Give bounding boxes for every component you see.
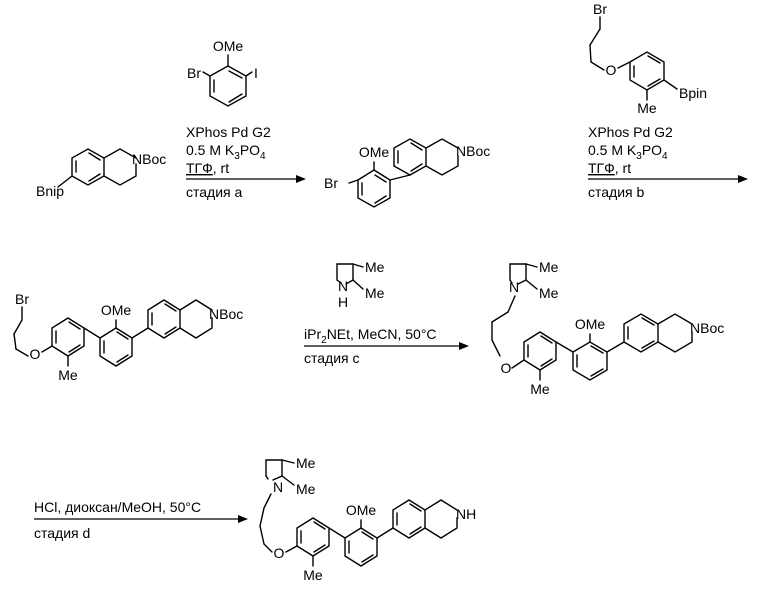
reagent-a-bonds: [203, 55, 252, 106]
compound-5-o-label: O: [274, 545, 285, 561]
compound-5-me3-label: Me: [303, 567, 323, 583]
compound-2-ome-label: OMe: [359, 144, 390, 160]
compound-1-nboc-label: NBoc: [132, 151, 166, 167]
compound-4-me3-label: Me: [530, 381, 550, 397]
step-a-base-mid: PO: [240, 142, 260, 158]
step-a-solvent-tail: , rt: [213, 160, 229, 176]
compound-3-ome-label: OMe: [101, 302, 132, 318]
reagent-b-br-label: Br: [593, 1, 607, 17]
compound-5-me2-label: Me: [296, 481, 316, 497]
step-b-label: стадия b: [588, 184, 645, 200]
step-d-label: стадия d: [34, 525, 90, 541]
reagent-a-iodo-label: I: [254, 65, 258, 81]
step-d-reagents: HCl, диоксан/MeOH, 50°C: [34, 499, 201, 515]
compound-5-ome-label: OMe: [346, 502, 377, 518]
step-b-base: 0.5 M K3PO4: [588, 142, 668, 162]
reagent-c-h-label: H: [338, 294, 348, 310]
arrow-b: [588, 175, 748, 183]
reagent-a-bromoiodoanisole: OMe Br I: [187, 38, 258, 106]
step-a-base-prefix: 0.5 M K: [186, 142, 235, 158]
step-c-reagents: iPr2NEt, MeCN, 50°C: [304, 326, 437, 346]
step-a-catalyst: XPhos Pd G2: [186, 124, 271, 140]
step-a-label: стадия a: [186, 184, 243, 200]
reagent-c-n-label: N: [338, 278, 348, 294]
compound-4-o-label: O: [501, 360, 512, 376]
reagent-c-me1-label: Me: [365, 259, 385, 275]
step-a-solvent-main: ТГФ: [186, 160, 213, 176]
compound-4-me2-label: Me: [539, 285, 559, 301]
compound-5-final-product: N Me Me O Me OMe NH: [260, 455, 476, 583]
reagent-a-br-label: Br: [187, 65, 201, 81]
compound-3-o-label: O: [30, 346, 41, 362]
step-c-reagent-tail: NEt, MeCN, 50°C: [327, 326, 437, 342]
compound-5-n-label: N: [273, 479, 283, 495]
reagent-b-bonds: [590, 17, 677, 100]
step-b-solvent-tail: , rt: [615, 160, 631, 176]
compound-3-bromopropoxy-terphenyl: Br O Me OMe NBoc: [14, 291, 243, 383]
step-b-solvent-main: ТГФ: [588, 160, 615, 176]
compound-2-nboc-label: NBoc: [456, 143, 490, 159]
reagent-b-bromopropoxy-bpin: Br O Me Bpin: [590, 1, 707, 116]
step-b-catalyst: XPhos Pd G2: [588, 124, 673, 140]
compound-1-bnip-label: Bnip: [36, 183, 64, 199]
arrow-d: [34, 515, 248, 523]
step-a-base: 0.5 M K3PO4: [186, 142, 266, 162]
step-b-base-mid: PO: [642, 142, 662, 158]
arrow-a: [186, 175, 306, 183]
step-c-label: стадия c: [304, 350, 360, 366]
compound-3-br-label: Br: [15, 291, 29, 307]
compound-5-nh-label: NH: [456, 506, 476, 522]
compound-5-me1-label: Me: [296, 455, 316, 471]
compound-2-bromoanisyl-thiq: OMe Br NBoc: [324, 139, 490, 207]
reagent-b-bpin-label: Bpin: [679, 85, 707, 101]
step-b-conditions: XPhos Pd G2 0.5 M K3PO4 ТГФ, rt стадия b: [588, 124, 673, 200]
step-b-base-sub2: 4: [662, 151, 668, 162]
compound-4-n-label: N: [509, 279, 519, 295]
compound-4-nboc-label: NBoc: [690, 320, 724, 336]
compound-3-nboc-label: NBoc: [209, 306, 243, 322]
reagent-b-me-label: Me: [637, 100, 657, 116]
step-c-reagent-prefix: iPr: [304, 326, 321, 342]
compound-3-me-label: Me: [58, 367, 78, 383]
reagent-b-o-label: O: [606, 62, 617, 78]
step-b-solvent: ТГФ, rt: [588, 160, 631, 176]
compound-4-me1-label: Me: [539, 259, 559, 275]
reagent-c-dimethylazetidine: N H Me Me: [337, 259, 385, 310]
step-a-base-sub2: 4: [260, 151, 266, 162]
arrow-c: [304, 342, 469, 350]
compound-4-ome-label: OMe: [575, 316, 606, 332]
step-a-conditions: XPhos Pd G2 0.5 M K3PO4 ТГФ, rt стадия a: [186, 124, 271, 200]
reagent-c-me2-label: Me: [365, 285, 385, 301]
compound-4-azetidinyl-terphenyl-nboc: N Me Me O Me OMe NBoc: [492, 259, 724, 397]
compound-1-boronate-thiq: Bnip NBoc: [36, 149, 166, 199]
step-d-conditions: HCl, диоксан/MeOH, 50°C стадия d: [34, 499, 201, 541]
compound-2-br-label: Br: [324, 175, 338, 191]
step-b-base-prefix: 0.5 M K: [588, 142, 637, 158]
reagent-a-ome-label: OMe: [213, 38, 244, 54]
step-a-solvent: ТГФ, rt: [186, 160, 229, 176]
compound-1-bonds: [58, 149, 136, 187]
